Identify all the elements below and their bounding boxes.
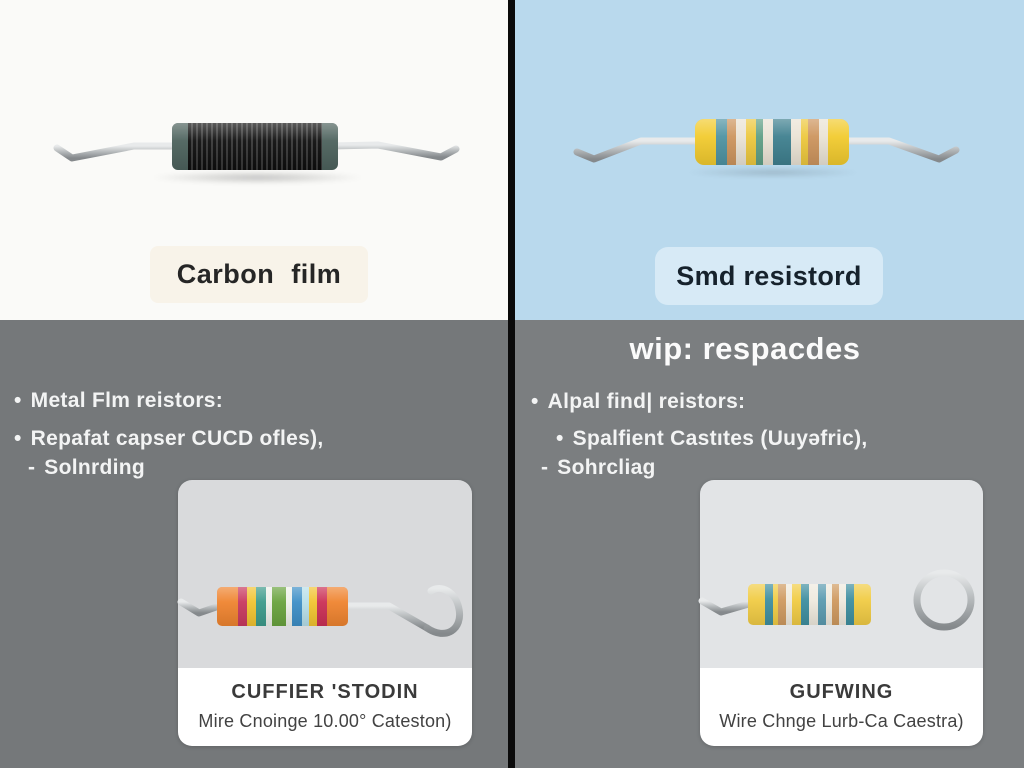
resistor-stripe [238,587,247,626]
resistor-stripe [828,119,849,165]
resistor-stripe [808,584,819,625]
right-bullet-2: • Spalfient Castıtes (Uuyəfric), [556,427,868,451]
bullet-marker: • [531,390,539,413]
resistor-stripe [292,587,302,626]
carbon-cap-right [322,123,338,170]
resistor-stripe [726,119,737,165]
resistor-stripe [755,119,763,165]
resistor-stripe [772,119,791,165]
right-bullet-1: • Alpal find| reistors: [531,390,745,414]
right-bullet-3-text: Sohrcliag [557,456,656,479]
card-left: CUFFIER 'STODIN Mire Cnoinge 10.00° Cate… [178,480,472,746]
smd-resistor-shadow [683,167,863,178]
resistor-stripe [832,584,840,625]
resistor-stripe [715,119,727,165]
resistor-stripe [762,119,773,165]
card-right-caption: GUFWING Wire Chnge Lurb-Ca Caestra) [700,668,983,746]
resistor-stripe [745,119,756,165]
left-bullet-1-text: Metal Flm reistors: [30,389,224,412]
carbon-resistor-shadow [150,171,365,184]
card-left-resistor-body [217,587,348,626]
resistor-stripe [854,584,871,625]
vertical-divider [508,0,515,768]
bullet-marker: • [556,427,564,450]
resistor-stripe [736,119,746,165]
resistor-stripe [217,587,239,626]
resistor-stripe [818,584,826,625]
left-bullet-2: • Repafat capser CUCD ofles), [14,427,324,451]
bullet-marker: • [14,389,22,412]
smd-resistor-label: Smd resistord [655,247,883,305]
section-title: wip: respacdes [629,331,861,366]
resistor-stripe [845,584,855,625]
resistor-stripe [748,584,765,625]
resistor-stripe [246,587,257,626]
left-bullet-2-text: Repafat capser CUCD ofles), [30,427,324,450]
resistor-stripe [807,119,819,165]
bullet-marker: • [14,427,22,450]
smd-resistor-body [695,119,849,165]
left-bullet-1: • Metal Flm reistors: [14,389,223,413]
resistor-stripe [800,119,808,165]
right-bullet-3: -Sohrcliag [541,456,656,480]
resistor-stripe [265,587,272,626]
resistor-stripe [256,587,266,626]
resistor-stripe [818,119,829,165]
left-bullet-3: -Solnrding [28,456,145,480]
card-right-photo-area [700,480,983,668]
bullet-marker: - [28,456,36,479]
right-bullet-2-text: Spalfient Castıtes (Uuyəfric), [572,427,868,450]
resistor-stripe [792,584,801,625]
bullet-marker: - [541,456,549,479]
card-right: GUFWING Wire Chnge Lurb-Ca Caestra) [700,480,983,746]
resistor-stripe [695,119,716,165]
resistor-stripe [317,587,327,626]
right-bullet-1-text: Alpal find| reistors: [547,390,746,413]
carbon-coil [188,123,322,170]
card-left-subtitle: Mire Cnoinge 10.00° Cateston) [198,711,452,731]
resistor-stripe [785,584,793,625]
resistor-stripe [790,119,801,165]
resistor-stripe [839,584,846,625]
resistor-stripe [825,584,833,625]
card-left-caption: CUFFIER 'STODIN Mire Cnoinge 10.00° Cate… [178,668,472,746]
card-right-resistor-body [748,584,871,625]
card-left-title: CUFFIER 'STODIN [231,681,419,703]
carbon-cap-left [172,123,188,170]
resistor-stripe [326,587,348,626]
carbon-film-resistor-body [172,123,338,170]
resistor-stripe [778,584,786,625]
left-bullet-3-text: Solnrding [44,456,145,479]
carbon-film-label: Carbon film [150,246,368,303]
card-left-photo-area [178,480,472,668]
resistor-stripe [301,587,309,626]
resistor-stripe [764,584,774,625]
resistor-stripe [271,587,287,626]
resistor-stripe [308,587,318,626]
resistor-stripe [286,587,293,626]
resistor-stripe [800,584,809,625]
card-right-title: GUFWING [789,681,894,703]
resistor-stripe [773,584,779,625]
card-right-subtitle: Wire Chnge Lurb-Ca Caestra) [719,711,964,731]
